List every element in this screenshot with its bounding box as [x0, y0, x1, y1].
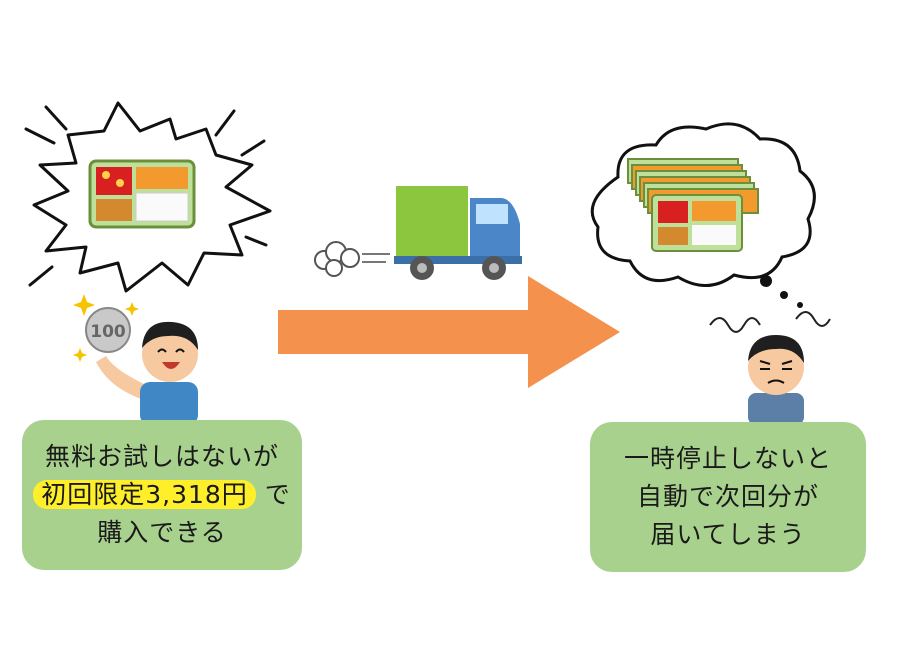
burst-lines [24, 105, 268, 287]
frown-brows [759, 360, 793, 365]
sparkle-icon [73, 294, 139, 362]
hair [748, 335, 804, 363]
left-info-box: 無料お試しはないが 初回限定3,318円 で 購入できる [22, 420, 302, 570]
open-mouth [162, 362, 180, 369]
stacked-bento-icon [627, 158, 759, 252]
right-box-line1: 一時停止しないと [623, 444, 832, 473]
left-burst-illustration [24, 101, 272, 293]
thought-cloud-illustration [590, 122, 816, 308]
truck-cargo [396, 186, 468, 256]
svg-text:100: 100 [90, 322, 126, 342]
left-box-line2: 初回限定3,318円 で [33, 476, 291, 514]
right-box-line3: 届いてしまう [650, 520, 806, 549]
person-with-coin-illustration: 100 [73, 294, 198, 425]
price-highlight: 初回限定3,318円 [33, 480, 256, 509]
worried-person-illustration [709, 311, 831, 425]
shirt [748, 393, 804, 425]
smile-eyes [157, 348, 185, 353]
confusion-swirl-icon [709, 311, 831, 333]
exhaust-puff-icon [314, 241, 360, 277]
left-box-line1: 無料お試しはないが [44, 442, 279, 471]
delivery-truck-illustration [314, 186, 522, 280]
thought-dots [760, 275, 803, 308]
coin-icon [85, 307, 131, 353]
bento-icon [88, 159, 196, 229]
face [142, 326, 198, 382]
left-box-line3: 購入できる [97, 518, 227, 547]
right-info-box: 一時停止しないと 自動で次回分が 届いてしまう [590, 422, 866, 572]
speed-lines [362, 253, 390, 263]
face [748, 339, 804, 395]
hair [142, 321, 198, 350]
shirt [140, 382, 198, 425]
flow-arrow [278, 276, 620, 388]
frown-mouth [767, 379, 785, 384]
left-box-line2-rest: で [264, 480, 291, 509]
right-box-line2: 自動で次回分が [636, 482, 819, 511]
arm [96, 356, 150, 402]
